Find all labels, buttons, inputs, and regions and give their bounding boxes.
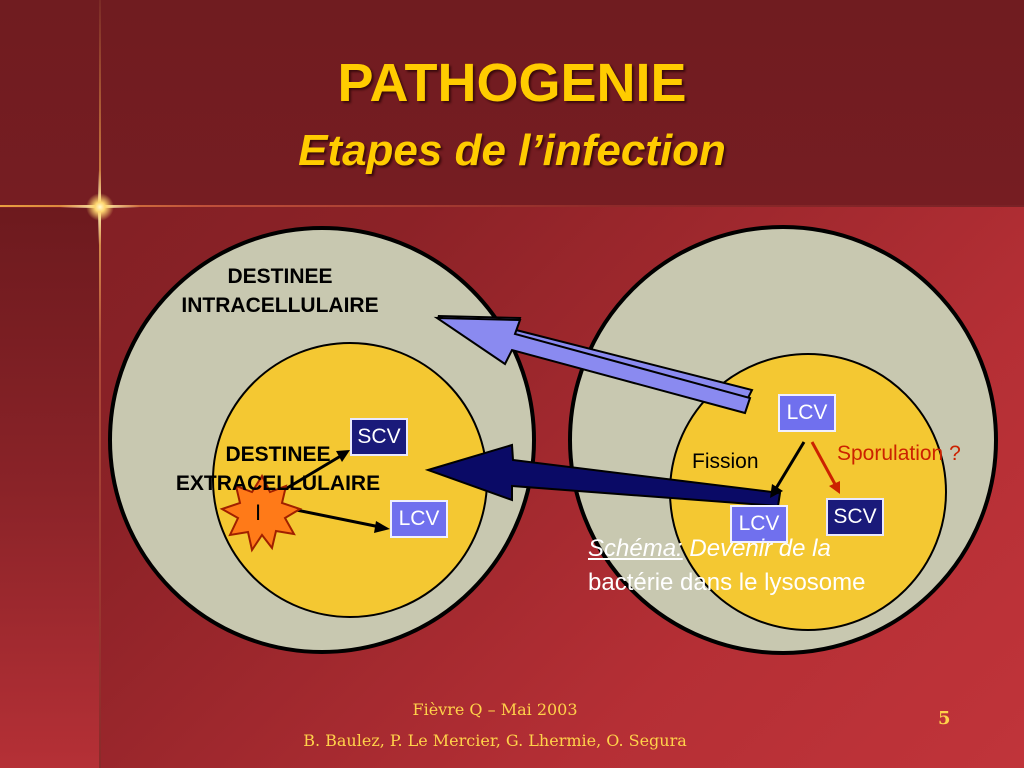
caption-prefix: Schéma: [588,535,683,562]
arrow-sporulation [810,441,838,487]
infection-marker: I [255,500,262,525]
caption-text2: bactérie dans le lysosome [588,569,866,596]
diagram-caption: Schéma: Devenir de la bactérie dans le l… [588,532,928,600]
label-intracellular-line2: INTRACELLULAIRE [181,294,379,317]
arrow-fission [773,441,806,491]
scv-box-right: SCV [826,498,884,536]
label-extracellular-line1: DESTINEE [225,443,331,466]
lcv-box-left: LCV [390,500,448,538]
lcv-box-right-top: LCV [778,394,836,432]
arrow-light-body [433,316,752,415]
sporulation-label: Sporulation ? [837,442,961,465]
arrowhead-sporulation [829,481,840,494]
footer-line1: Fièvre Q – Mai 2003 [412,700,578,719]
light-flare-icon [86,193,114,221]
label-intracellular-line1: DESTINEE [227,265,333,288]
label-intracellular: DESTINEE INTRACELLULAIRE [150,262,410,320]
scv-box-left: SCV [350,418,408,456]
header-band [0,0,1024,206]
left-strip [0,208,100,768]
page-subtitle: Etapes de l’infection [298,126,726,175]
label-extracellular: DESTINEE EXTRACELLULAIRE [148,440,408,498]
vertical-rule [99,0,101,768]
page-number: 5 [938,708,951,729]
arrowhead-lcv [374,521,390,533]
footer-line2: B. Baulez, P. Le Mercier, G. Lhermie, O.… [303,731,687,750]
arrowhead-fission [770,484,783,498]
label-extracellular-line2: EXTRACELLULAIRE [175,472,381,495]
lcv-box-right-bottom: LCV [730,505,788,543]
caption-text1: Devenir de la [682,535,831,562]
infection-starburst-icon [219,473,303,553]
horizontal-rule [0,205,1024,207]
page-title: PATHOGENIE [337,53,687,113]
arrowhead-scv [336,450,350,462]
arrow-to-extracellular [424,443,782,508]
fission-label: Fission [692,450,759,473]
